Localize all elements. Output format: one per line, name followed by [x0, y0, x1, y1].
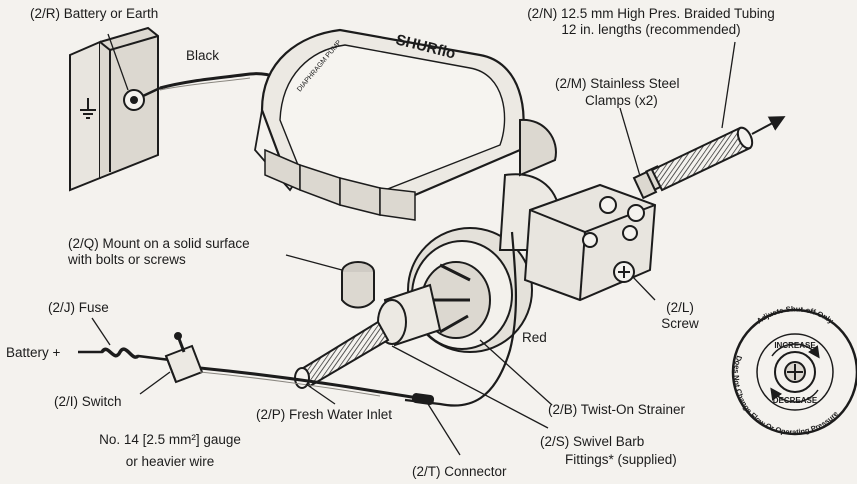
fresh-water-inlet-hose: [298, 320, 390, 388]
label-fresh-water-inlet: (2/P) Fresh Water Inlet: [256, 407, 393, 422]
label-swivel-line1: (2/S) Swivel Barb: [540, 434, 645, 449]
dial-increase-text: INCREASE: [774, 341, 816, 350]
wire-connector: [411, 393, 435, 405]
label-red-wire: Red: [522, 330, 547, 345]
label-battery-earth: (2/R) Battery or Earth: [30, 6, 159, 21]
label-wire-gauge-line1: No. 14 [2.5 mm²] gauge: [99, 432, 241, 447]
label-wire-gauge-line2: or heavier wire: [125, 454, 215, 469]
red-wire: [404, 231, 518, 407]
black-ground-wire-trace: [159, 77, 251, 91]
label-screw-line2: Screw: [661, 316, 699, 331]
toggle-switch: [164, 332, 204, 384]
dial-decrease-text: DECREASE: [773, 396, 818, 405]
label-swivel-line2: Fittings* (supplied): [565, 452, 677, 467]
flow-arrow: [751, 116, 786, 135]
label-black-wire: Black: [186, 48, 220, 63]
label-connector: (2/T) Connector: [412, 464, 507, 479]
earth-bracket: [69, 26, 159, 192]
heavy-gauge-wire: [199, 366, 419, 400]
label-mount-line2: with bolts or screws: [68, 252, 186, 267]
label-twist-on-strainer: (2/B) Twist-On Strainer: [548, 402, 686, 417]
label-tubing-line1: (2/N) 12.5 mm High Pres. Braided Tubing: [527, 6, 775, 21]
label-clamps-line1: (2/M) Stainless Steel: [555, 76, 680, 91]
inline-fuse: [100, 347, 140, 359]
label-mount-line1: (2/Q) Mount on a solid surface: [68, 236, 250, 251]
label-battery-positive: Battery +: [6, 345, 61, 360]
outlet-tubing-end: [736, 126, 754, 150]
pressure-adjust-dial: INCREASE DECREASE Adjusts Shut-off Only …: [731, 304, 857, 437]
label-switch: (2/I) Switch: [54, 394, 122, 409]
label-fuse: (2/J) Fuse: [48, 300, 109, 315]
pump-motor: SHURflo DIAPHRAGM PUMP: [254, 28, 525, 221]
label-tubing-line2: 12 in. lengths (recommended): [561, 22, 741, 37]
mount-bolt: [341, 261, 375, 309]
twist-on-strainer: [377, 283, 442, 347]
label-screw-line1: (2/L): [666, 300, 694, 315]
earth-bolt: [123, 86, 161, 111]
adjust-screw: [613, 261, 635, 283]
heavy-gauge-wire-trace: [199, 371, 381, 397]
label-clamps-line2: Clamps (x2): [585, 93, 658, 108]
braided-outlet-tubing: [650, 126, 752, 192]
leader-lines: [91, 33, 736, 456]
